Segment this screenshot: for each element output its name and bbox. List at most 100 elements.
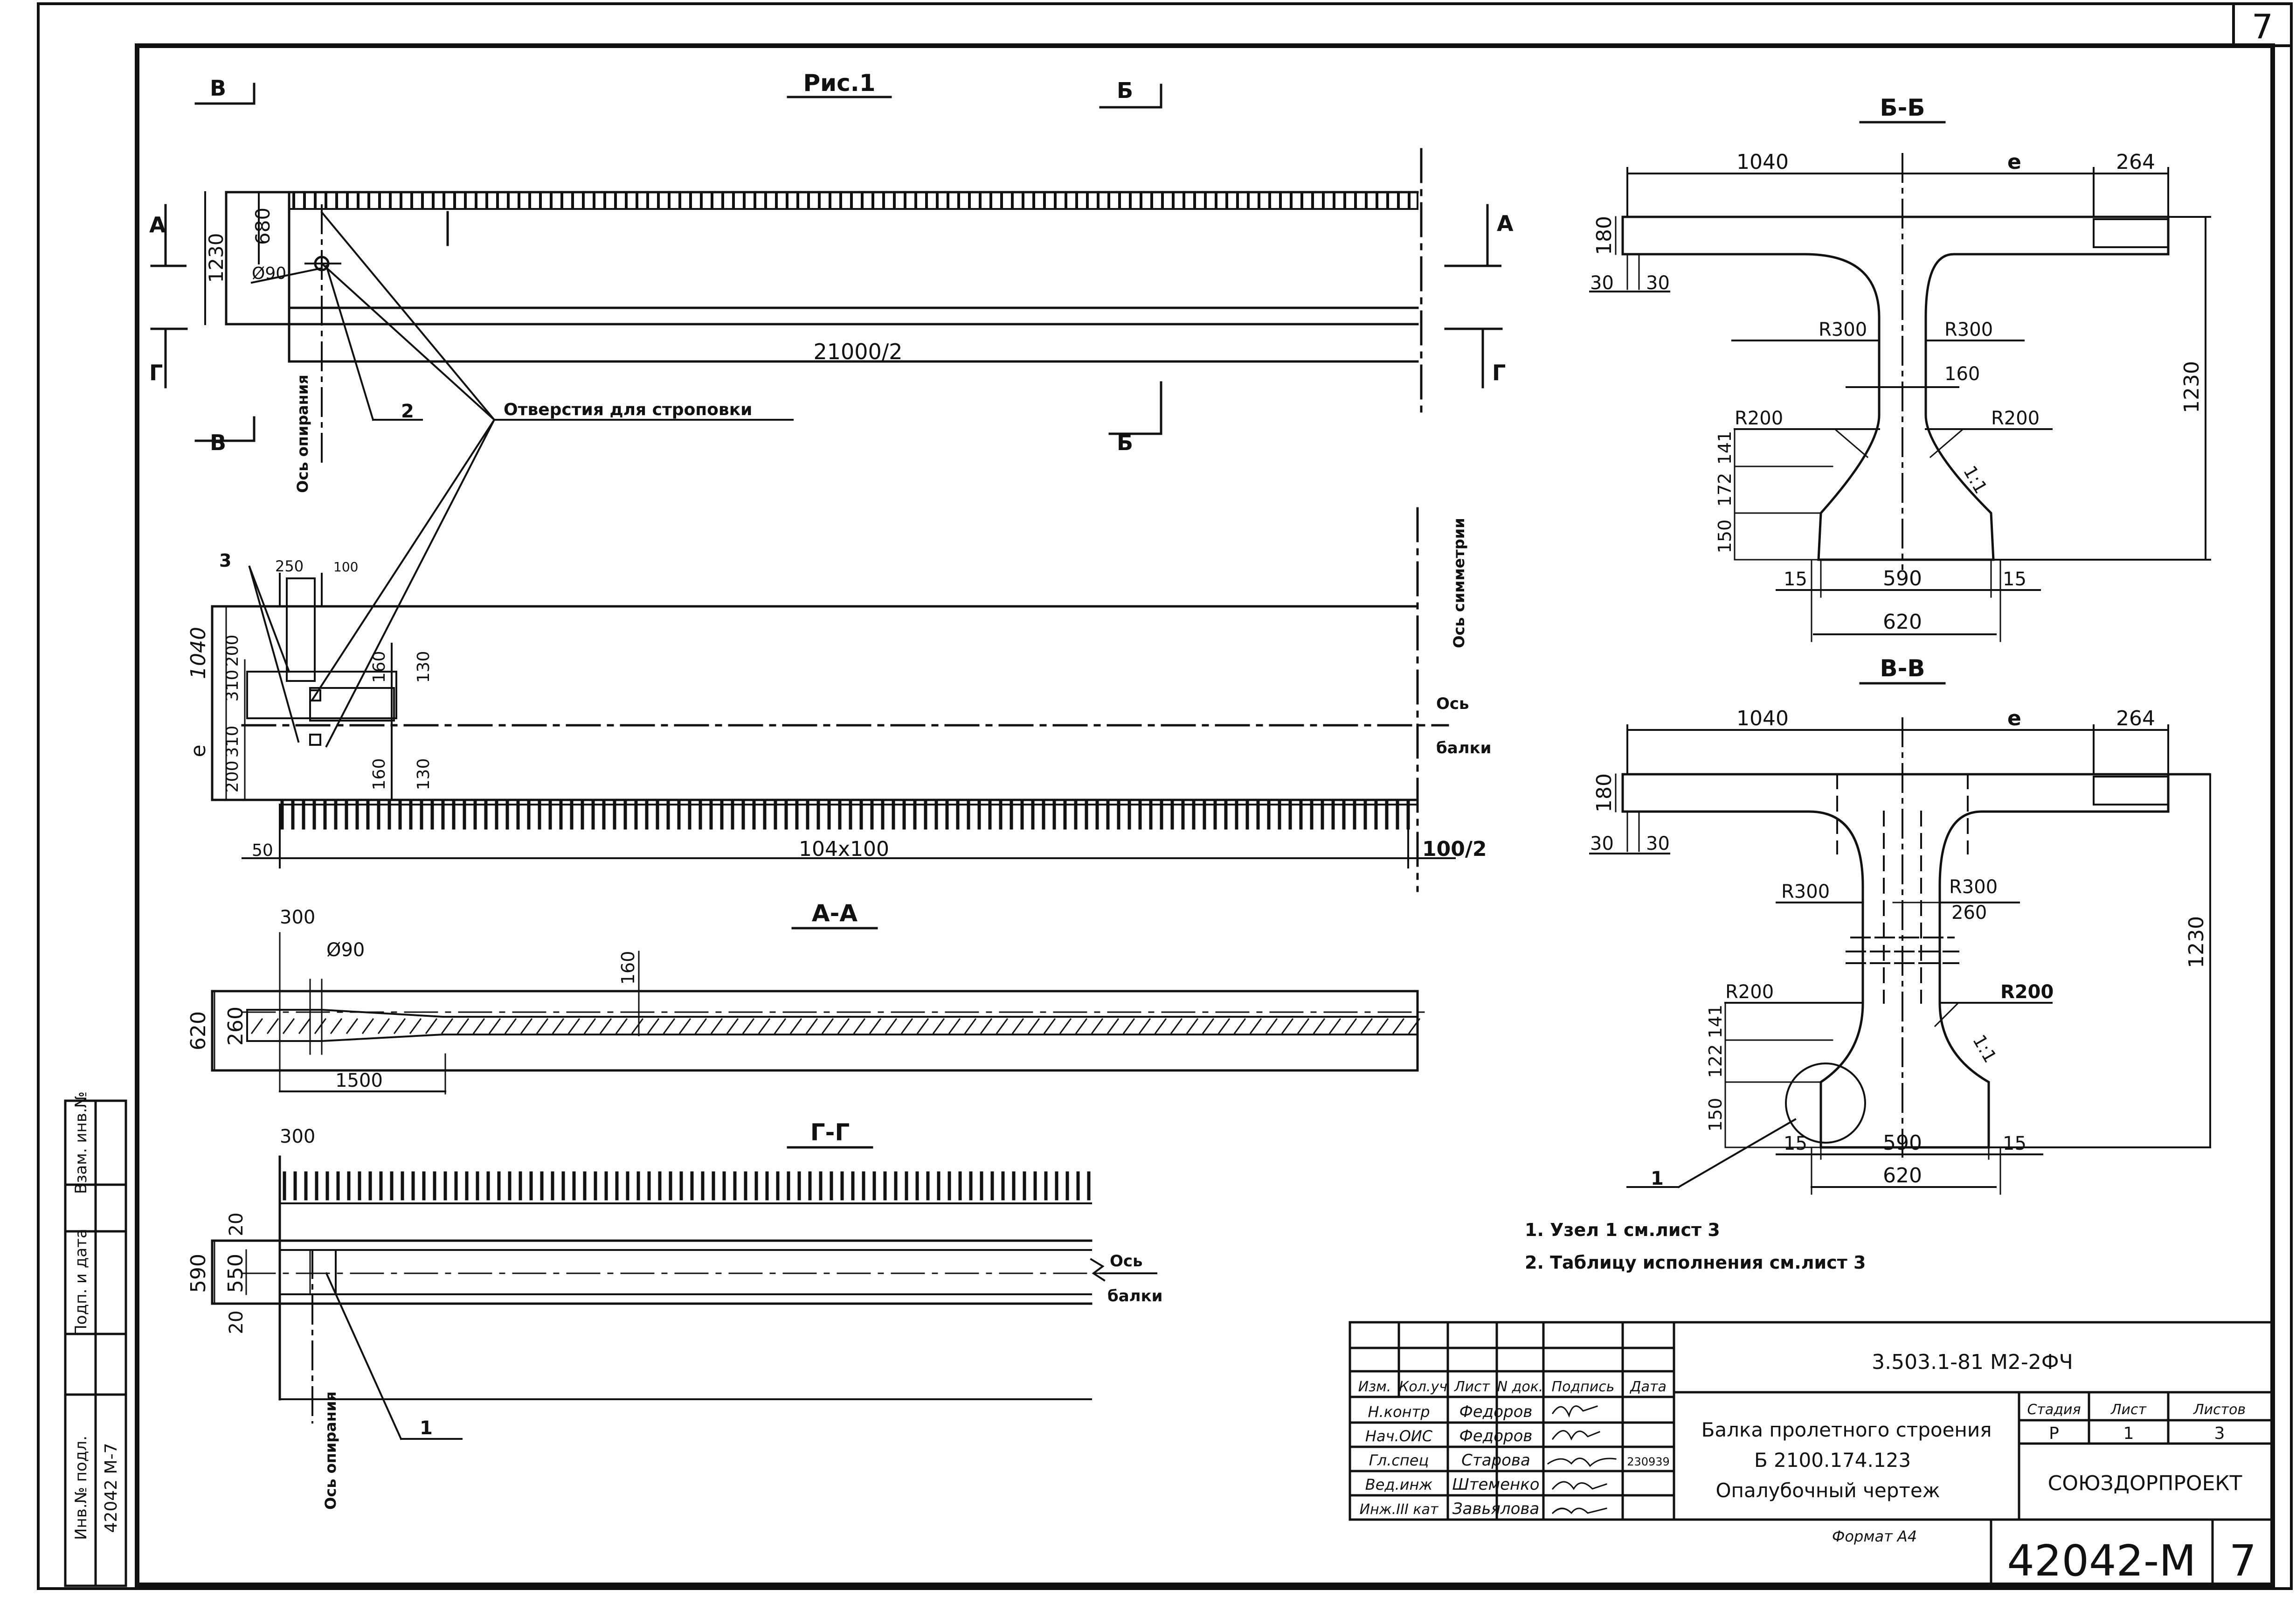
hatch-line — [361, 1018, 374, 1035]
title-block-text: 3.503.1-81 М2-2ФЧ Изм. Кол.уч Лист N док… — [1358, 1350, 2257, 1586]
bb-dim-15a: 15 — [1784, 569, 1807, 590]
vv-dim-264: 264 — [2116, 707, 2155, 730]
hatch-line — [1392, 1018, 1405, 1035]
hatch-line — [1233, 1018, 1246, 1035]
hatch-line — [599, 1018, 612, 1035]
figure-title: Рис.1 — [803, 69, 875, 97]
note-1: 1. Узел 1 см.лист 3 — [1525, 1220, 1720, 1240]
hatch-line — [631, 1018, 644, 1035]
hatch-line — [425, 1018, 438, 1035]
holes-label: Отверстия для строповки — [504, 400, 752, 419]
gg-axis-beam-1: Ось — [1110, 1252, 1143, 1271]
dim-130a: 130 — [414, 651, 433, 683]
hatch-line — [472, 1018, 485, 1035]
dim-e: е — [187, 744, 210, 757]
bb-dim-e: е — [2007, 150, 2021, 174]
vv-dim-30b: 30 — [1646, 833, 1670, 854]
hatch-line — [1328, 1018, 1342, 1035]
hatch-line — [1107, 1018, 1120, 1035]
gg-dim-550: 550 — [224, 1254, 248, 1293]
bb-dim-30b: 30 — [1646, 272, 1670, 294]
hatch-line — [1011, 1018, 1024, 1035]
gg-dim-20a: 20 — [226, 1213, 247, 1236]
role-2: Нач.ОИС — [1365, 1427, 1433, 1445]
hatch-line — [821, 1018, 834, 1035]
bb-slope: 1:1 — [1959, 462, 1992, 497]
sheet-number: 7 — [2229, 1536, 2257, 1586]
hatch-line — [1043, 1018, 1056, 1035]
bb-dim-141: 141 — [1715, 431, 1735, 465]
hatch-line — [678, 1018, 692, 1035]
hatch-line — [853, 1018, 866, 1035]
hatch-line — [647, 1018, 660, 1035]
org-name: СОЮЗДОРПРОЕКТ — [2048, 1472, 2242, 1495]
date-3: 230939 — [1627, 1455, 1670, 1468]
dim-spacing: 104x100 — [799, 837, 889, 861]
hatch-line — [1408, 1018, 1421, 1035]
hatch-line — [1249, 1018, 1262, 1035]
hatch-line — [441, 1018, 454, 1035]
hatch-line — [789, 1018, 802, 1035]
stage-label: Стадия — [2027, 1402, 2081, 1418]
vv-callout-1: 1 — [1651, 1168, 1664, 1189]
aa-dim-1500: 1500 — [335, 1070, 383, 1091]
strip-replace-label: Взам. инв.№ — [72, 1091, 90, 1194]
sheet-label: Лист — [2110, 1402, 2147, 1418]
aa-dim-300: 300 — [280, 907, 315, 928]
bb-dim-590: 590 — [1883, 567, 1922, 590]
hatch-line — [330, 1018, 343, 1035]
hatch-line — [1202, 1018, 1215, 1035]
stage-value: Р — [2049, 1424, 2059, 1443]
plan-view: 3 250 100 1040 е 310 200 200 310 160 130… — [187, 507, 1492, 892]
vv-dim-150: 150 — [1705, 1098, 1726, 1132]
gg-axis-support: Ось опирания — [322, 1391, 339, 1510]
hatch-line — [488, 1018, 501, 1035]
name-2: Федоров — [1459, 1427, 1533, 1445]
dim-1040: 1040 — [187, 627, 210, 679]
vv-dim-1230: 1230 — [2185, 916, 2208, 968]
hatch-line — [710, 1018, 723, 1035]
bb-r300-left: R300 — [1819, 319, 1867, 340]
section-aa: А-А 300 Ø90 160 620 260 1500 — [187, 900, 1432, 1095]
name-1: Федоров — [1459, 1403, 1533, 1421]
vv-dim-30a: 30 — [1590, 833, 1614, 854]
dim-length: 21000/2 — [813, 339, 902, 364]
marker-a-right: А — [1497, 211, 1514, 236]
hatch-line — [504, 1018, 517, 1035]
hatch-line — [567, 1018, 581, 1035]
vv-r300-right: R300 — [1949, 876, 1998, 898]
hatch-line — [694, 1018, 707, 1035]
hatch-line — [758, 1018, 771, 1035]
hatch-line — [805, 1018, 818, 1035]
strip-inv-label: Инв.№ подл. — [72, 1436, 90, 1540]
bb-dim-264: 264 — [2116, 150, 2155, 174]
doc-code: 3.503.1-81 М2-2ФЧ — [1872, 1350, 2073, 1374]
signatures — [1547, 1405, 1617, 1514]
role-4: Вед.инж — [1365, 1476, 1433, 1493]
section-gg-title: Г-Г — [810, 1119, 850, 1146]
vv-dim-122: 122 — [1705, 1044, 1726, 1078]
vv-dim-620: 620 — [1883, 1164, 1922, 1187]
hatch-line — [377, 1018, 390, 1035]
marker-b-bottom: Б — [1117, 430, 1133, 455]
marker-v-top: В — [210, 76, 226, 101]
hatch-line — [1154, 1018, 1167, 1035]
bb-dim-160: 160 — [1944, 363, 1980, 385]
hatch-line — [837, 1018, 850, 1035]
hatch-line — [1360, 1018, 1373, 1035]
role-3: Гл.спец — [1369, 1451, 1429, 1469]
marker-b-top: Б — [1117, 78, 1133, 103]
format-label: Формат А4 — [1832, 1528, 1917, 1545]
title-block — [1349, 1321, 2274, 1586]
vv-slope: 1:1 — [1969, 1031, 2001, 1066]
hatch-line — [266, 1018, 279, 1035]
bb-dim-150: 150 — [1715, 520, 1735, 554]
vv-r200-right: R200 — [2000, 981, 2054, 1003]
section-bb-title: Б-Б — [1880, 94, 1925, 121]
hatch-line — [552, 1018, 565, 1035]
dim-end: 100/2 — [1422, 837, 1487, 861]
sheet-frame — [37, 2, 2293, 1590]
marker-g-left: Г — [149, 360, 163, 385]
dim-hole-dia: Ø90 — [252, 264, 286, 283]
